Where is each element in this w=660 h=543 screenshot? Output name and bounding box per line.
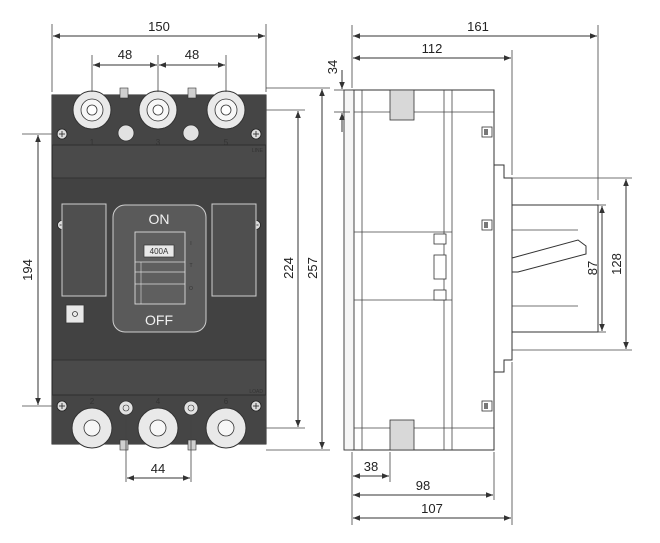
test-button[interactable]: [65, 304, 85, 324]
terminal-number-5: 5: [224, 138, 229, 147]
bottom-terminal-6: [205, 407, 247, 449]
dim-112: 112: [422, 41, 443, 56]
operating-handle[interactable]: 400A: [134, 231, 186, 305]
dim-34: 34: [325, 60, 340, 74]
dim-161: 161: [467, 19, 489, 34]
line-label: LINE: [252, 148, 264, 154]
bottom-terminal-4: [137, 407, 179, 449]
side-dimensions: 161 112 34 87 128 38 98 107: [325, 19, 632, 525]
front-dimensions: 150 48 48 44 194 224 257: [20, 19, 330, 482]
dim-128: 128: [609, 253, 624, 275]
bottom-terminal-2: [71, 407, 113, 449]
right-panel: [211, 203, 257, 297]
rating-label: 400A: [150, 247, 169, 256]
side-body: [351, 89, 495, 451]
mount-screw-bottom-left: [56, 400, 68, 412]
terminal-number-1: 1: [90, 138, 95, 147]
on-label: ON: [149, 211, 170, 227]
side-view: [343, 89, 599, 451]
off-label: OFF: [145, 312, 173, 328]
side-handle-lever[interactable]: [511, 239, 587, 273]
top-aux-screw-right: [182, 124, 200, 142]
mount-screw-top-right: [250, 128, 262, 140]
dim-48-left: 48: [118, 47, 132, 62]
top-terminal-3: [138, 90, 178, 130]
bottom-aux-screw-left: [118, 400, 134, 416]
top-terminal-5: [206, 90, 246, 130]
rating-plate: [143, 244, 175, 258]
bottom-aux-screw-right: [183, 400, 199, 416]
dim-87: 87: [585, 261, 600, 275]
terminal-number-6: 6: [224, 397, 229, 406]
front-view: 1 3 5 LINE ON OFF 400A I T O LOAD 2 4 6: [51, 87, 267, 451]
top-aux-screw-left: [117, 124, 135, 142]
mark-i: I: [190, 241, 191, 247]
terminal-number-4: 4: [156, 397, 161, 406]
dim-107: 107: [421, 501, 443, 516]
dim-224: 224: [281, 257, 296, 279]
dim-44: 44: [151, 461, 165, 476]
top-terminal-1: [72, 90, 112, 130]
mount-screw-top-left: [56, 128, 68, 140]
terminal-number-2: 2: [90, 397, 95, 406]
dim-38: 38: [364, 459, 378, 474]
dim-98: 98: [416, 478, 430, 493]
mount-screw-bottom-right: [250, 400, 262, 412]
load-label: LOAD: [249, 389, 263, 395]
dim-194: 194: [20, 259, 35, 281]
side-terminal-bottom: [389, 419, 415, 451]
terminal-number-3: 3: [156, 138, 161, 147]
mark-t: T: [189, 263, 192, 269]
dim-257: 257: [305, 257, 320, 279]
side-terminal-top: [389, 89, 415, 121]
dim-150: 150: [148, 19, 170, 34]
dim-48-right: 48: [185, 47, 199, 62]
mark-o: O: [189, 286, 193, 292]
left-panel: [61, 203, 107, 297]
